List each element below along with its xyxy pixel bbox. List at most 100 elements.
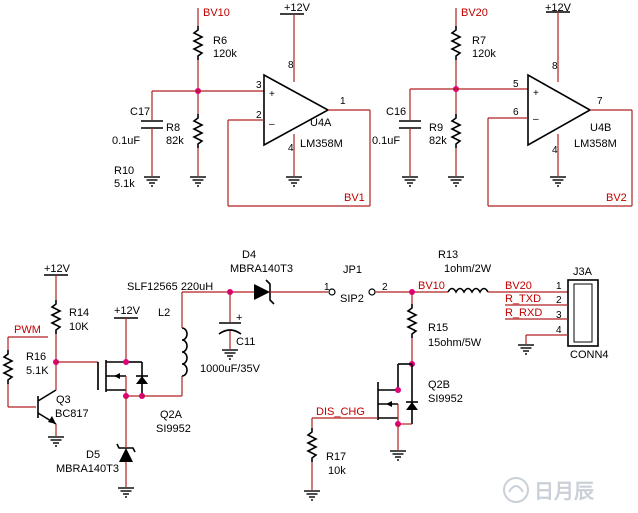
l2-ref: L2 [158, 307, 170, 319]
j3a-pin3: 3 [556, 310, 562, 321]
r14-ref: R14 [69, 307, 89, 319]
r6-ref: R6 [213, 35, 227, 47]
net-r-txd: R_TXD [505, 293, 541, 305]
ground-icon [143, 176, 161, 187]
q2a-ref: Q2A [160, 409, 183, 421]
d4-ref: D4 [242, 249, 256, 261]
pin4: 4 [288, 143, 294, 154]
opamp-minus-sign: – [533, 114, 539, 125]
resistor-r17 [306, 428, 318, 462]
r6-val: 120k [213, 48, 237, 60]
resistor-r16 [2, 350, 14, 384]
net-dis-chg: DIS_CHG [316, 406, 365, 418]
pin7: 7 [597, 96, 603, 107]
divider-bv2-circuit: BV20 R7 120k C16 0.1uF R9 82k + – U4B LM… [372, 2, 633, 207]
vcc-left: +12V [44, 263, 71, 275]
ground-icon [189, 176, 207, 187]
resistor-r9 [450, 114, 462, 148]
d4-val: MBRA140T3 [230, 263, 293, 275]
ground-icon [221, 349, 239, 360]
pin8: 8 [288, 60, 294, 71]
opamp-plus-sign: + [269, 89, 275, 100]
r9-ref: R9 [429, 122, 443, 134]
ground-icon [117, 487, 135, 498]
j3a-pin2: 2 [556, 295, 562, 306]
u4a-val: LM358M [300, 138, 343, 150]
net-pwm: PWM [14, 324, 41, 336]
pin4: 4 [552, 145, 558, 156]
jp1-pin1: 1 [324, 282, 330, 293]
pin2: 2 [256, 110, 262, 121]
vcc-label: +12V [284, 2, 311, 14]
pin8: 8 [552, 61, 558, 72]
junction-node [123, 359, 129, 365]
connector-j3a [567, 279, 599, 347]
r17-ref: R17 [326, 451, 346, 463]
r15-ref: R15 [428, 322, 448, 334]
l2-val: SLF12565 220uH [127, 281, 213, 293]
d5-val: MBRA140T3 [56, 463, 119, 475]
resistor-r7 [450, 26, 462, 60]
net-bv1: BV1 [344, 192, 365, 204]
charger-circuit: +12V R14 10K PWM R16 5.1K Q3 BC817 [2, 249, 609, 501]
r16-ref: R16 [26, 351, 46, 363]
resistor-r6 [192, 26, 204, 60]
r10-val: 5.1k [114, 178, 135, 190]
junction-node [395, 387, 401, 393]
pin5: 5 [513, 79, 519, 90]
q2b-ref: Q2B [428, 379, 450, 391]
inductor-l2 [181, 327, 188, 377]
r8-ref: R8 [166, 122, 180, 134]
u4b-val: LM358M [574, 138, 617, 150]
vcc-label: +12V [545, 2, 572, 14]
r15-val: 15ohm/5W [428, 337, 482, 349]
watermark-text: 日月辰 [534, 481, 595, 503]
resistor-r13 [447, 287, 489, 294]
ground-icon [303, 490, 321, 501]
jp1-ref: JP1 [343, 264, 362, 276]
pin1: 1 [340, 96, 346, 107]
pin6: 6 [513, 107, 519, 118]
resistor-r8 [192, 114, 204, 148]
net-bv2: BV2 [606, 192, 627, 204]
c17-ref: C17 [130, 106, 150, 118]
watermark-logo: 日月辰 [503, 477, 595, 503]
j3a-pin1: 1 [556, 281, 562, 292]
j3a-val: CONN4 [570, 349, 609, 361]
c17-val: 0.1uF [112, 135, 140, 147]
resistor-r15 [406, 304, 418, 338]
c16-ref: C16 [386, 106, 406, 118]
net-r-rxd: R_RXD [505, 307, 542, 319]
divider-bv1-circuit: BV10 R6 120k C17 0.1uF R8 82k R10 5.1k +… [112, 2, 371, 207]
r13-ref: R13 [438, 249, 458, 261]
r8-val: 82k [166, 135, 184, 147]
r10-ref: R10 [114, 165, 134, 177]
c11-ref: C11 [236, 336, 255, 348]
q2a-val: SI9952 [156, 423, 191, 435]
r14-val: 10K [69, 321, 89, 333]
capacitor-c17 [141, 120, 163, 129]
ground-icon [389, 450, 407, 461]
jp1-val: SIP2 [340, 293, 364, 305]
capacitor-c11 [218, 322, 242, 335]
resistor-r14 [50, 300, 62, 334]
opamp-u4b [527, 73, 592, 147]
net-bv20-top: BV20 [461, 7, 488, 19]
j3a-pin4: 4 [556, 325, 562, 336]
q2b-val: SI9952 [428, 393, 463, 405]
ground-icon [47, 436, 65, 447]
u4b-ref: U4B [590, 122, 611, 134]
r7-val: 120k [472, 48, 496, 60]
u4a-ref: U4A [310, 117, 332, 129]
ground-icon [447, 176, 465, 187]
jp1-pin2: 2 [382, 282, 388, 293]
r13-val: 1ohm/2W [444, 263, 492, 275]
capacitor-c16 [399, 120, 421, 129]
r16-val: 5.1K [26, 365, 49, 377]
opamp-minus-sign: – [269, 119, 275, 130]
opamp-plus-sign: + [533, 88, 539, 99]
r9-val: 82k [429, 135, 447, 147]
net-bv10: BV10 [418, 280, 445, 292]
pin3: 3 [256, 80, 262, 91]
